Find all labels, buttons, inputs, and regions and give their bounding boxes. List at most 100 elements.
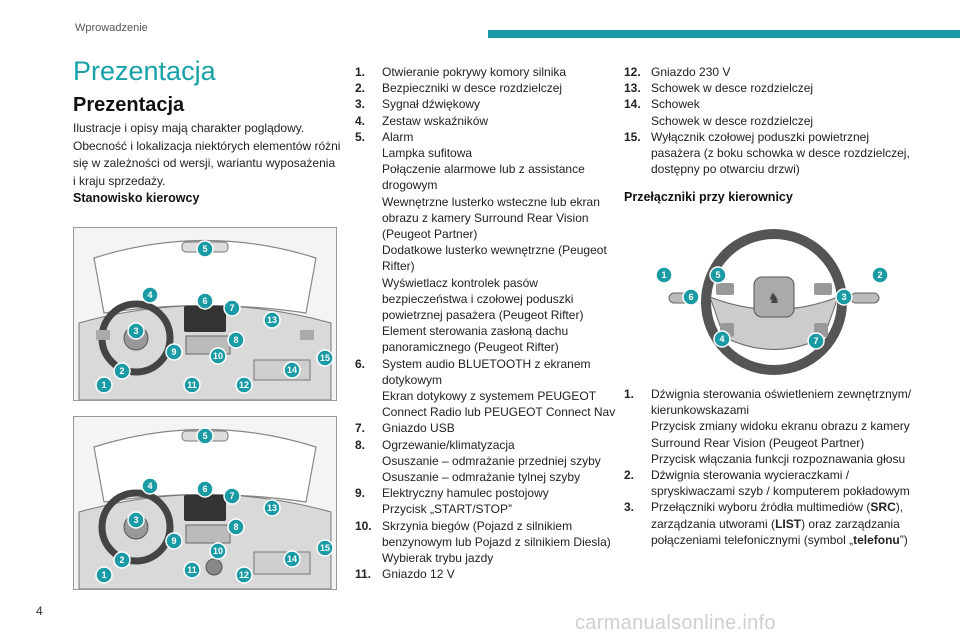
item-line: Wyłącznik czołowej poduszki powietrznej … xyxy=(651,129,910,177)
item-line: Wewnętrzne lusterko wsteczne lub ekran o… xyxy=(382,194,600,242)
item-number: 7. xyxy=(355,421,366,436)
item-line: System audio BLUETOOTH z ekranem dotykow… xyxy=(382,356,591,387)
item-line: Dźwignia sterowania oświetleniem zewnętr… xyxy=(651,387,912,418)
item-number: 12. xyxy=(624,65,641,79)
item-number: 1. xyxy=(624,387,635,401)
item-line: Dźwignia sterowania wycieraczkami / spry… xyxy=(651,468,910,499)
item-number: 4. xyxy=(355,113,366,128)
callout-number: 11 xyxy=(187,380,197,390)
item-line: Schowek w desce rozdzielczej xyxy=(651,113,814,128)
svg-text:♞: ♞ xyxy=(768,291,781,307)
callout-number: 12 xyxy=(239,570,249,580)
callout-number: 8 xyxy=(233,335,238,345)
callout-marker xyxy=(113,362,131,380)
item-line: Elektryczny hamulec postojowy xyxy=(382,486,549,501)
callout-marker xyxy=(196,480,214,498)
callout-number: 7 xyxy=(229,303,234,313)
item-number: 9. xyxy=(355,486,366,501)
item-number: 15. xyxy=(624,129,641,144)
list-item: 3.Sygnał dźwiękowy xyxy=(355,96,617,112)
item-number: 2. xyxy=(624,468,635,483)
item-number: 3. xyxy=(624,500,635,515)
item-line: Przycisk zmiany widoku ekranu obrazu z k… xyxy=(651,419,910,450)
callout-marker xyxy=(127,511,145,529)
item-line: Otwieranie pokrywy komory silnika xyxy=(382,65,567,79)
intro-paragraph: Ilustracje i opisy mają charakter pogląd… xyxy=(73,121,341,188)
item-line: Wyświetlacz kontrolek pasów bezpieczeńst… xyxy=(382,275,584,323)
callout-number: 2 xyxy=(877,270,882,280)
watermark: carmanualsonline.info xyxy=(575,612,776,634)
item-number: 13. xyxy=(624,81,641,96)
callout-marker xyxy=(283,550,301,568)
callout-number: 6 xyxy=(202,484,207,494)
callout-number: 2 xyxy=(119,366,124,376)
subheading-driver-station: Stanowisko kierowcy xyxy=(73,191,200,205)
callout-number: 5 xyxy=(202,431,207,441)
item-line: Bezpieczniki w desce rozdzielczej xyxy=(382,81,563,96)
item-line: Lampka sufitowa xyxy=(382,146,473,161)
item-number: 10. xyxy=(355,518,372,533)
text-fragment: Przełączniki wyboru źródła multimediów ( xyxy=(651,500,871,515)
callout-marker xyxy=(223,299,241,317)
page-number: 4 xyxy=(36,604,43,618)
item-line: Przycisk włączania funkcji rozpoznawania… xyxy=(651,451,906,466)
callout-marker xyxy=(165,532,183,550)
item-number: 6. xyxy=(355,356,366,371)
callout-number: 15 xyxy=(320,543,330,553)
callout-marker xyxy=(223,487,241,505)
list-item: 11.Gniazdo 12 V xyxy=(355,566,617,582)
item-line: Dodatkowe lusterko wewnętrzne (Peugeot R… xyxy=(382,243,607,274)
callout-marker xyxy=(95,566,113,584)
text-fragment: ”) xyxy=(899,532,908,547)
item-number: 14. xyxy=(624,97,641,112)
callout-number: 3 xyxy=(841,292,846,302)
callout-marker xyxy=(263,311,281,329)
callout-marker xyxy=(283,361,301,379)
running-header-section: Wprowadzenie xyxy=(75,22,148,34)
callout-number: 11 xyxy=(187,565,197,575)
item-line: Osuszanie – odmrażanie tylnej szyby xyxy=(382,470,581,485)
list-item: 2.Bezpieczniki w desce rozdzielczej xyxy=(355,80,617,96)
callout-marker xyxy=(227,331,245,349)
text-fragment: ), zarządzania utworami ( xyxy=(651,500,904,531)
list-item: 13.Schowek w desce rozdzielczej xyxy=(624,80,914,96)
callout-marker xyxy=(807,332,825,350)
callout-marker xyxy=(113,551,131,569)
callout-number: 3 xyxy=(133,326,138,336)
callout-marker xyxy=(95,376,113,394)
callout-marker xyxy=(183,561,201,579)
steering-switches-list: 1. Dźwignia sterowania oświetleniem zewn… xyxy=(624,386,914,548)
callout-marker xyxy=(263,499,281,517)
callout-marker xyxy=(209,347,227,365)
item-line: Połączenie alarmowe lub z assistance dro… xyxy=(382,162,585,193)
callout-marker xyxy=(235,566,253,584)
callout-marker xyxy=(141,477,159,495)
keyword-list: LIST xyxy=(775,516,802,531)
callout-number: 9 xyxy=(171,347,176,357)
list-item: 3. Przełączniki wyboru źródła multimedió… xyxy=(624,499,914,548)
callout-number: 10 xyxy=(213,351,223,361)
callout-marker xyxy=(682,288,700,306)
item-line: Przełączniki wyboru źródła multimediów (… xyxy=(651,499,914,548)
list-item: 1. Otwieranie pokrywy komory silnika xyxy=(355,64,617,80)
callout-marker xyxy=(165,343,183,361)
callout-marker xyxy=(196,427,214,445)
item-line: Wybierak trybu jazdy xyxy=(382,551,494,566)
list-item: 12. Gniazdo 230 V xyxy=(624,64,914,80)
item-line: Gniazdo USB xyxy=(382,421,455,436)
callout-number: 13 xyxy=(267,315,277,325)
callout-marker xyxy=(127,322,145,340)
list-item: 4.Zestaw wskaźników xyxy=(355,113,617,129)
item-line: Osuszanie – odmrażanie przedniej szyby xyxy=(382,453,601,468)
item-number: 1. xyxy=(355,65,366,79)
callout-number: 6 xyxy=(688,292,693,302)
callout-marker xyxy=(316,349,334,367)
callout-number: 14 xyxy=(287,554,297,564)
callout-number: 4 xyxy=(147,290,152,300)
item-line: Gniazdo 230 V xyxy=(651,65,731,79)
